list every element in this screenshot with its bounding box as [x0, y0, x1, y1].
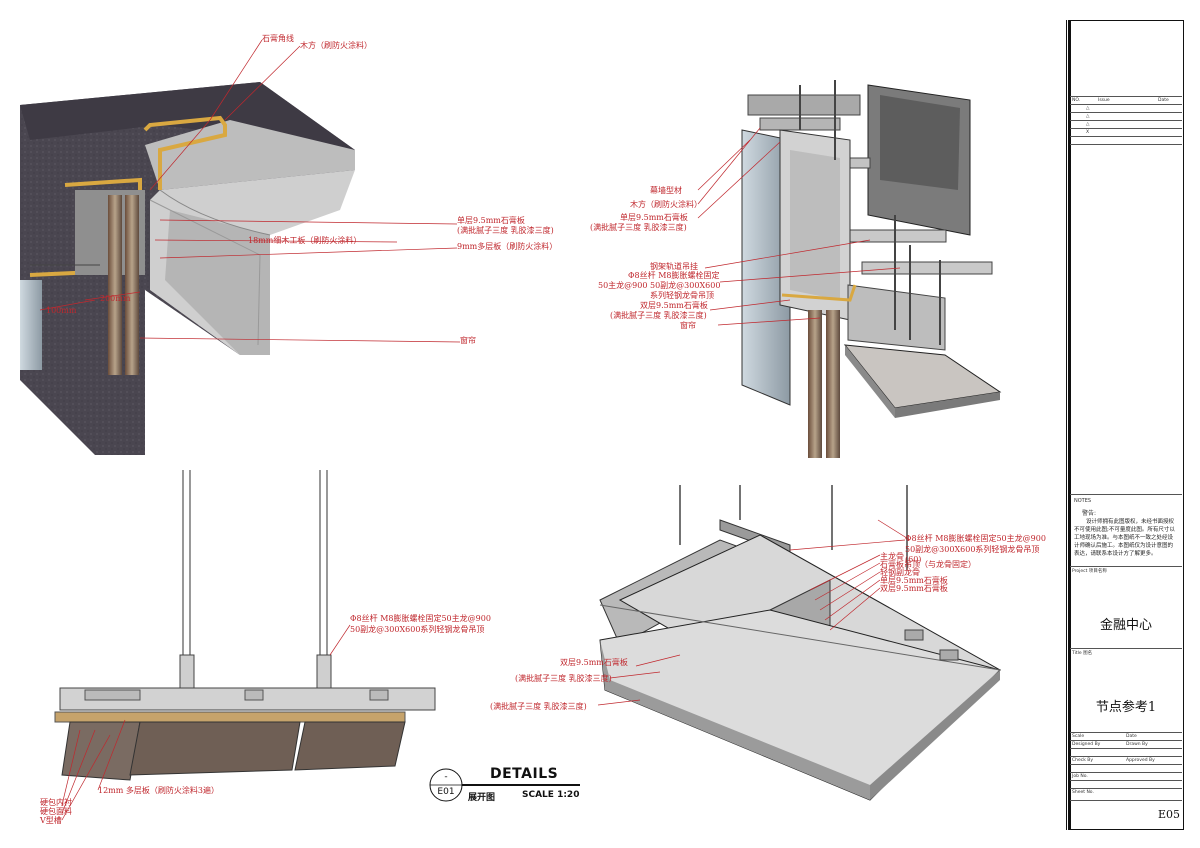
- title-block-rule: [1070, 144, 1182, 145]
- callout-blockboard: 18mm细木工板（刷防火涂料）: [248, 236, 362, 245]
- drawing-label: Title 图名: [1072, 651, 1093, 656]
- title-block: [1068, 20, 1184, 830]
- leaders-bottom-left: [61, 624, 351, 821]
- detail-scale: SCALE 1:20: [522, 790, 580, 800]
- callout-gypsum-single: 单层9.5mm石膏板: [457, 216, 525, 225]
- callout-keel-br: 50副龙@300X600系列轻钢龙骨吊顶: [905, 545, 1040, 554]
- rev-header-no: NO.: [1072, 98, 1081, 103]
- callout-plywood: 9mm多层板（刷防火涂料）: [457, 242, 558, 251]
- detail-bottom-left: [54, 470, 436, 781]
- callout-gypsum-double-br: 双层9.5mm石膏板: [880, 584, 948, 593]
- leaders-top-left: [139, 39, 461, 343]
- detail-tag: [429, 768, 580, 802]
- project-label: Project 项目名称: [1072, 569, 1107, 574]
- title-block-rule: [1070, 104, 1182, 105]
- callout-hardpack-lining: 硬包内衬: [40, 798, 72, 807]
- callout-timber-2: 木方（刷防火涂料）: [630, 200, 702, 209]
- callout-timber: 木方（刷防火涂料）: [300, 41, 372, 50]
- title-block-rule: [1070, 96, 1182, 97]
- rev-row: X: [1086, 130, 1090, 135]
- rev-row: △: [1086, 122, 1090, 127]
- detail-top-left: [20, 82, 355, 455]
- title-block-rule: [1070, 764, 1182, 765]
- callout-gypsum-single-br: 单层9.5mm石膏板: [880, 576, 948, 585]
- leaders-top-right: [697, 127, 901, 326]
- info-approved: Approved By: [1126, 758, 1155, 763]
- callout-sub-keel: 50副龙@300X600: [650, 281, 721, 290]
- callout-rod-bl: Φ8丝杆 M8膨胀螺栓固定50主龙@900: [350, 614, 491, 623]
- title-block-rule: [1070, 800, 1182, 801]
- title-block-rule: [1070, 112, 1182, 113]
- info-check: Check By: [1072, 758, 1094, 763]
- title-block-rule: [1070, 566, 1182, 567]
- title-block-rule: [1070, 748, 1182, 749]
- callout-gypsum-single-2: 单层9.5mm石膏板: [620, 213, 688, 222]
- title-block-rule: [1070, 788, 1182, 789]
- callout-60: (60): [905, 555, 922, 564]
- info-date: Date: [1126, 734, 1137, 739]
- leaders-bottom-right: [597, 519, 911, 706]
- callout-main-keel: 50主龙@900: [598, 281, 648, 290]
- title-block-rule: [1070, 780, 1182, 781]
- info-scale: Scale: [1072, 734, 1085, 739]
- callout-hardpack-fabric: 硬包面料: [40, 807, 72, 816]
- callout-gypsum-double: 双层9.5mm石膏板: [640, 301, 708, 310]
- callout-rod: Φ8丝杆 M8膨胀螺栓固定: [628, 271, 720, 280]
- callout-plywood-12: 12mm 多层板（刷防火涂料3遍）: [98, 786, 219, 795]
- callout-keel-system: 系列轻钢龙骨吊顶: [650, 291, 714, 300]
- dimension-100: 100mm: [46, 306, 77, 315]
- rev-header-issue: Issue: [1098, 98, 1110, 103]
- callout-finish-2: (满批腻子三度 乳胶漆三度): [590, 223, 687, 232]
- callout-curtain-wall: 幕墙型材: [650, 186, 682, 195]
- notes-text: 设计师拥有此图版权，未经书面授权不可使用此图;不可量度此图。所有尺寸以工地现场为…: [1074, 519, 1175, 557]
- rev-header-date: Date: [1158, 98, 1169, 103]
- detail-bottom-right: [599, 485, 1002, 801]
- callout-rod-br: Φ8丝杆 M8膨胀螺栓固定50主龙@900: [905, 534, 1046, 543]
- frame-divider: [1066, 20, 1067, 830]
- title-block-rule: [1070, 756, 1182, 757]
- project-name: 金融中心: [1099, 618, 1152, 633]
- title-block-rule: [1070, 732, 1182, 733]
- callout-sub-keel-br: 轻钢副龙骨: [880, 568, 920, 577]
- info-job: Job No.: [1072, 774, 1088, 779]
- callout-finish-br2: (满批腻子三度 乳胶漆三度): [490, 702, 587, 711]
- callout-gypsum-fix: 石膏板吊顶（与龙骨固定）: [880, 560, 976, 569]
- drawing-name: 节点参考1: [1095, 700, 1157, 715]
- callout-steel-track: 钢架轨道吊挂: [650, 262, 698, 271]
- detail-tag-sheet: E01: [437, 787, 455, 797]
- notes-label: 警告:: [1082, 510, 1097, 517]
- callout-gypsum-double-br2: 双层9.5mm石膏板: [560, 658, 628, 667]
- rev-row: △: [1086, 106, 1090, 111]
- title-block-rule: [1070, 648, 1182, 649]
- callout-curtain: 窗帘: [460, 336, 476, 345]
- title-block-rule: [1070, 772, 1182, 773]
- title-block-rule: [1070, 120, 1182, 121]
- callout-keel-bl: 50副龙@300X600系列轻钢龙骨吊顶: [350, 625, 485, 634]
- detail-top-right: [741, 80, 1002, 458]
- detail-subtitle: 展开图: [468, 793, 496, 803]
- detail-title: DETAILS: [490, 766, 559, 782]
- title-block-rule: [1070, 128, 1182, 129]
- info-sheet: Sheet No.: [1072, 790, 1094, 795]
- sheet-number: E05: [1157, 808, 1180, 821]
- callout-gypsum-cornice: 石膏角线: [262, 34, 294, 43]
- info-drawn: Drawn By: [1126, 742, 1148, 747]
- title-block-rule: [1070, 740, 1182, 741]
- info-designed: Designed By: [1072, 742, 1101, 747]
- rev-row: △: [1086, 114, 1090, 119]
- title-block-rule: [1070, 494, 1182, 495]
- callout-main-keel-br: 主龙骨: [880, 552, 904, 561]
- callout-finish-br: (满批腻子三度 乳胶漆三度): [515, 674, 612, 683]
- notes-title: NOTES: [1074, 498, 1092, 504]
- title-block-rule: [1070, 136, 1182, 137]
- dimension-200: 200mm: [100, 294, 131, 303]
- callout-v-groove: V型槽: [40, 816, 62, 825]
- callout-curtain-2: 窗帘: [680, 321, 696, 330]
- callout-finish: (满批腻子三度 乳胶漆三度): [457, 226, 554, 235]
- detail-tag-number: -: [444, 772, 448, 782]
- callout-finish-3: (满批腻子三度 乳胶漆三度): [610, 311, 707, 320]
